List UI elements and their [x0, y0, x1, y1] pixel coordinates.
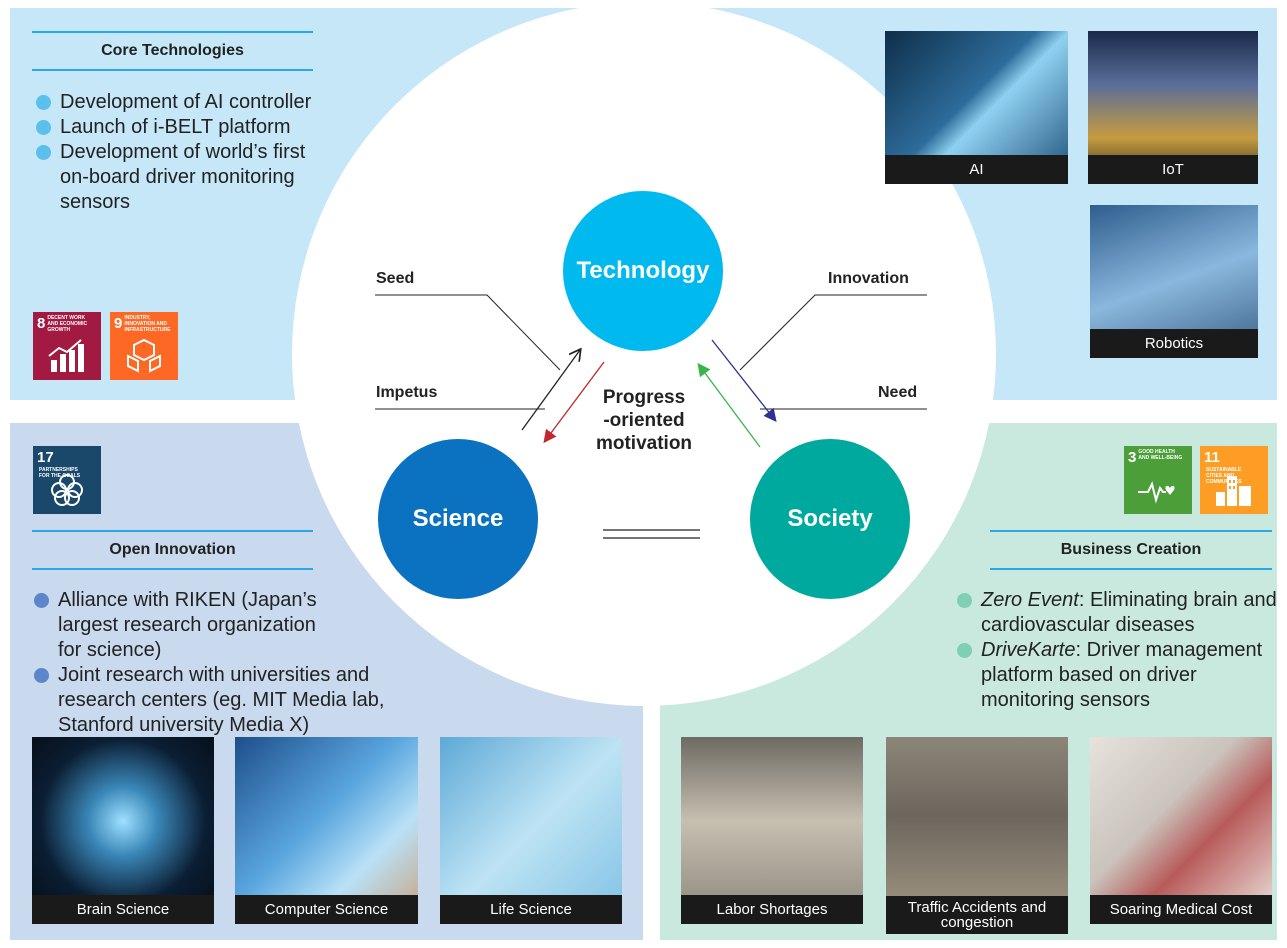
list-item: Launch of i-BELT platform — [34, 115, 364, 140]
photo-life-science: Life Science — [440, 737, 622, 924]
list-item: Alliance with RIKEN (Japan’s largest res… — [32, 588, 318, 663]
photo-computer-science: Computer Science — [235, 737, 418, 924]
photo-caption: Life Science — [440, 895, 622, 924]
sdg-goal-11-icon: 11SUSTAINABLE CITIES AND COMMUNITIES — [1200, 446, 1268, 514]
society-label: Society — [787, 505, 873, 532]
product-name: DriveKarte — [981, 639, 1076, 661]
photo-soaring-medical-cost: Soaring Medical Cost — [1090, 737, 1272, 924]
sdg-number: 8 — [37, 315, 46, 332]
label-impetus: Impetus — [376, 384, 438, 401]
photo-traffic-accidents: Traffic Accidents and congestion — [886, 737, 1068, 934]
photo-caption: Labor Shortages — [681, 895, 863, 924]
sdg-goal-17-icon: 17PARTNERSHIPS FOR THE GOALS — [33, 446, 101, 514]
photo-caption: Computer Science — [235, 895, 418, 924]
list-item: Development of AI controller — [34, 90, 364, 115]
photo-caption: Soaring Medical Cost — [1090, 895, 1272, 924]
photo-ai: AI — [885, 31, 1068, 184]
sdg-number: 17 — [37, 449, 54, 466]
product-description: : Driver management platform based on dr… — [981, 639, 1263, 711]
society-circle: Society — [750, 439, 910, 599]
open-innovation-list: Alliance with RIKEN (Japan’s largest res… — [32, 588, 432, 738]
open-innovation-title: Open Innovation — [32, 530, 313, 570]
photo-caption: Traffic Accidents and congestion — [886, 896, 1068, 934]
technology-circle: Technology — [563, 191, 723, 351]
sdg-text: GOOD HEALTH AND WELL-BEING — [1138, 449, 1183, 461]
product-description: : Eliminating brain and cardiovascular d… — [981, 589, 1277, 636]
business-creation-list: Zero Event: Eliminating brain and cardio… — [955, 588, 1285, 713]
sdg-number: 3 — [1128, 449, 1137, 466]
list-item: Zero Event: Eliminating brain and cardio… — [955, 588, 1285, 638]
center-line: motivation — [595, 433, 693, 454]
label-need: Need — [878, 384, 918, 401]
sdg-text: PARTNERSHIPS FOR THE GOALS — [39, 467, 81, 479]
business-creation-title: Business Creation — [990, 530, 1272, 570]
list-item: Development of world’s first on-board dr… — [34, 140, 320, 215]
sdg-text: INDUSTRY, INNOVATION AND INFRASTRUCTURE — [124, 315, 171, 333]
photo-caption: IoT — [1088, 155, 1258, 184]
center-motivation-text: Progress -oriented motivation — [588, 386, 700, 455]
science-label: Science — [412, 505, 504, 532]
label-innovation: Innovation — [828, 270, 909, 287]
sdg-text: SUSTAINABLE CITIES AND COMMUNITIES — [1206, 467, 1242, 485]
technology-label: Technology — [576, 257, 710, 284]
central-white-circle — [292, 2, 996, 706]
photo-robotics: Robotics — [1090, 205, 1258, 358]
sdg-number: 11 — [1204, 449, 1220, 466]
sdg-number: 9 — [114, 315, 123, 332]
science-circle: Science — [378, 439, 538, 599]
photo-iot: IoT — [1088, 31, 1258, 184]
core-technologies-list: Development of AI controller Launch of i… — [34, 90, 364, 215]
product-name: Zero Event — [981, 589, 1079, 611]
label-seed: Seed — [376, 270, 415, 287]
photo-caption: AI — [885, 155, 1068, 184]
photo-caption: Robotics — [1090, 329, 1258, 358]
center-line: -oriented — [603, 410, 685, 431]
photo-labor-shortages: Labor Shortages — [681, 737, 863, 924]
list-item: Joint research with universities and res… — [32, 663, 438, 738]
core-technologies-title: Core Technologies — [32, 31, 313, 71]
sdg-text: DECENT WORK AND ECONOMIC GROWTH — [47, 315, 88, 333]
center-line: Progress — [602, 387, 686, 408]
photo-brain-science: Brain Science — [32, 737, 214, 924]
photo-caption: Brain Science — [32, 895, 214, 924]
list-item: DriveKarte: Driver management platform b… — [955, 638, 1285, 713]
